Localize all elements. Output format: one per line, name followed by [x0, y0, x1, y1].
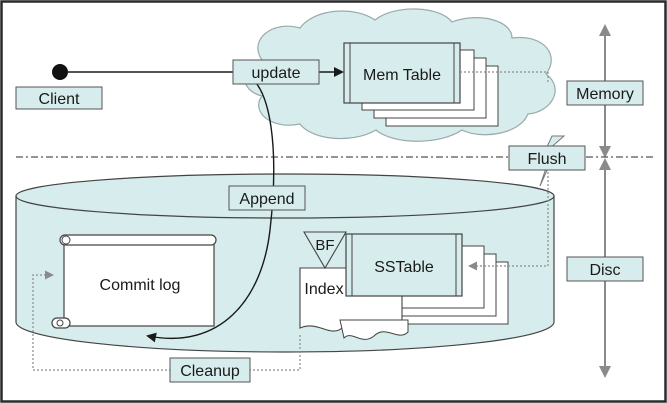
memory-axis-bottom-head — [599, 146, 611, 158]
sstable-box: SSTable — [345, 233, 463, 297]
commit-log-scroll: Commit log — [51, 234, 217, 329]
append-label-box: Append — [228, 185, 306, 211]
client-label-box: Client — [15, 86, 103, 110]
flush-label: Flush — [527, 151, 566, 168]
memory-label-box: Memory — [566, 80, 644, 106]
flush-into-sstable-path — [468, 160, 549, 271]
memory-axis-top-head — [599, 24, 611, 36]
disc-label-box: Disc — [566, 256, 644, 282]
memory-label: Memory — [576, 86, 634, 103]
bf-label: BF — [315, 237, 334, 254]
commit-log-label: Commit log — [100, 277, 181, 294]
cleanup-label-box: Cleanup — [169, 357, 251, 383]
index-document-back — [339, 319, 409, 340]
mem-table-label: Mem Table — [363, 67, 441, 84]
client-label: Client — [39, 91, 80, 108]
append-curve — [146, 71, 275, 343]
disc-label: Disc — [589, 262, 620, 279]
flush-path — [460, 71, 549, 82]
index-label: Index — [304, 281, 343, 298]
flush-label-box: Flush — [508, 145, 586, 171]
append-label: Append — [239, 191, 294, 208]
mem-table-box: Mem Table — [343, 42, 461, 104]
update-label-box: update — [232, 59, 320, 85]
disc-axis-bottom-head — [599, 366, 611, 378]
update-label: update — [252, 65, 301, 82]
client-dot — [52, 64, 68, 80]
disc-axis-top-head — [599, 158, 611, 170]
sstable-label: SSTable — [374, 259, 434, 276]
cleanup-label: Cleanup — [180, 363, 240, 380]
cleanup-path — [32, 270, 301, 371]
bf-triangle — [303, 231, 347, 270]
